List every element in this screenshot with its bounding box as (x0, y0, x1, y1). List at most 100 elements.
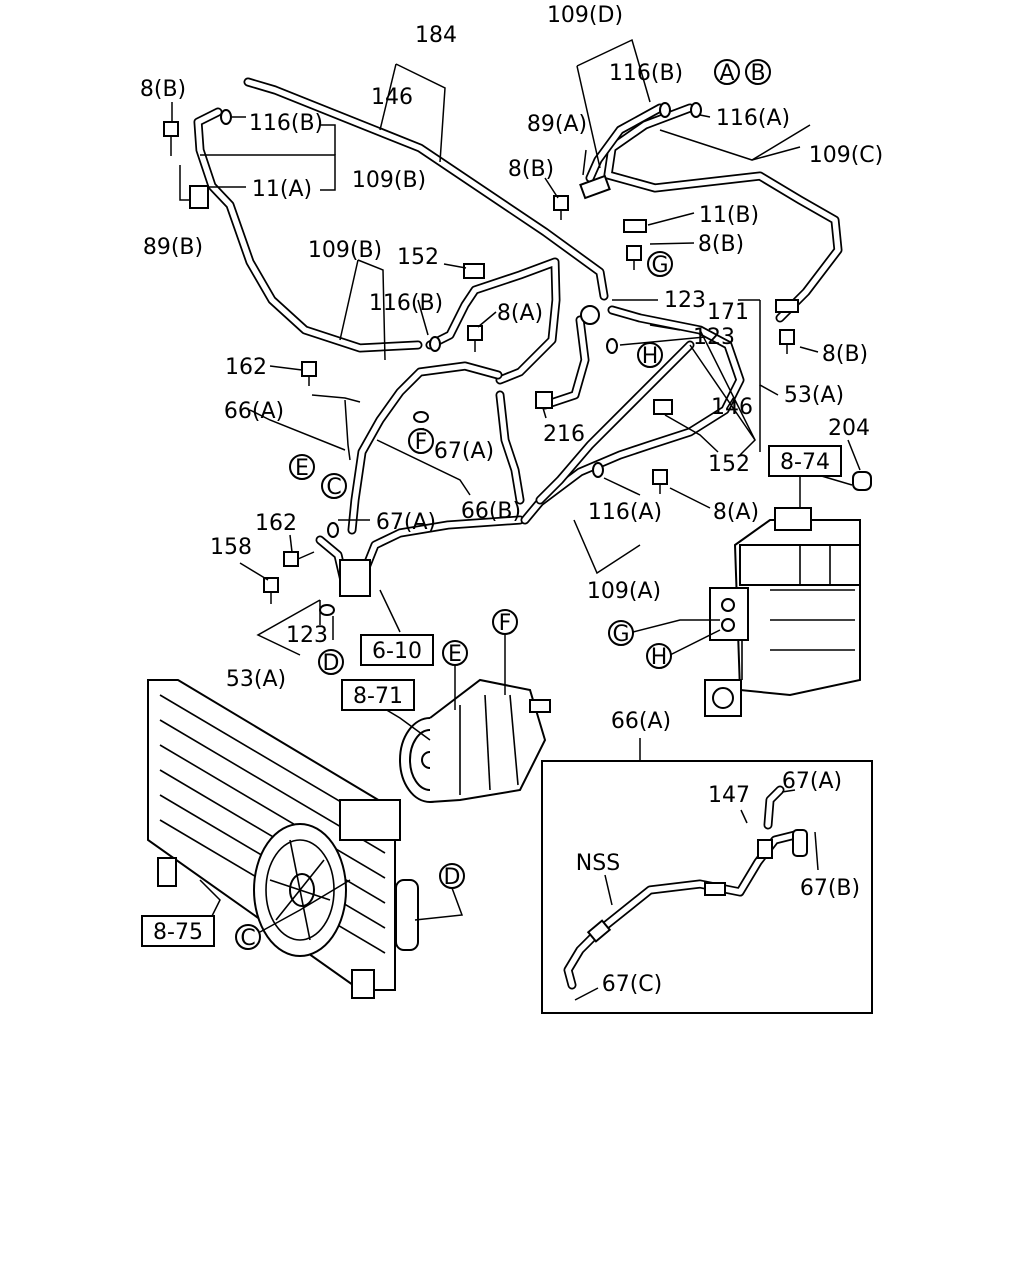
callout-67a-1: 67(A) (434, 439, 494, 464)
pipe-109b-lower (425, 257, 561, 385)
callout-116a-1: 116(A) (716, 106, 790, 131)
callout-53a-2: 53(A) (226, 667, 286, 692)
ref-6-10: 6-10 (372, 639, 422, 664)
callout-67c: 67(C) (602, 972, 663, 997)
circle-letter-F-1: F (415, 430, 428, 455)
circle-E-shape-1 (289, 454, 315, 480)
circle-B-shape (745, 59, 771, 85)
callout-8b-4: 8(B) (822, 342, 868, 367)
circle-D-shape-1 (318, 649, 344, 675)
callout-162-1: 162 (225, 355, 267, 380)
bolts (163, 121, 872, 837)
ref-8-74: 8-74 (780, 450, 830, 475)
boxed-references: 8-74 6-10 8-71 8-75 (141, 445, 842, 947)
callout-109b-2: 109(B) (308, 238, 382, 263)
compressor (399, 678, 551, 803)
pipe-109a (535, 340, 695, 505)
circle-letter-H-2: H (651, 645, 668, 670)
circle-F-shape-2 (492, 609, 518, 635)
pipe-liquid (495, 315, 590, 505)
pipe-184 (243, 77, 609, 301)
callout-123-1: 123 (664, 288, 706, 313)
ref-8-75: 8-75 (153, 920, 203, 945)
callout-116b-2: 116(B) (249, 111, 323, 136)
callout-147: 147 (708, 783, 750, 808)
clip-152-upper (463, 263, 485, 279)
clip-152-lower (653, 399, 673, 415)
callout-89b: 89(B) (143, 235, 203, 260)
pipe-66a-main (347, 361, 503, 535)
callout-53a-1: 53(A) (784, 383, 844, 408)
callout-116b-3: 116(B) (369, 291, 443, 316)
callout-8a-2: 8(A) (713, 500, 759, 525)
ref-box-8-75 (141, 915, 215, 947)
circle-letter-G-1: G (651, 253, 668, 278)
callout-8b-1: 8(B) (140, 77, 186, 102)
ref-box-6-10 (360, 634, 434, 666)
callout-204: 204 (828, 416, 870, 441)
circle-letter-E-2: E (448, 642, 462, 667)
callout-146-2: 146 (711, 395, 753, 420)
callout-162-2: 162 (255, 511, 297, 536)
circle-letter-A: A (719, 61, 734, 86)
circle-G-shape-1 (647, 251, 673, 277)
circle-letter-D-2: D (444, 865, 461, 890)
callout-labels: 184 109(D) 8(B) 146 116(B) 116(B) 89(A) … (140, 3, 883, 997)
callout-158: 158 (210, 535, 252, 560)
bracket-89b (189, 185, 209, 209)
circle-letter-C-1: C (326, 475, 341, 500)
condenser (147, 679, 419, 999)
evaporator-unit (704, 507, 861, 717)
callout-67b: 67(B) (800, 876, 860, 901)
circle-C-shape-2 (235, 924, 261, 950)
callout-109a: 109(A) (587, 579, 661, 604)
circle-H-shape-1 (637, 342, 663, 368)
pipe-66b (360, 515, 525, 575)
leader-lines (171, 38, 861, 1001)
callout-216: 216 (543, 422, 585, 447)
callout-11a: 11(A) (252, 177, 312, 202)
callout-8b-3: 8(B) (698, 232, 744, 257)
circle-F-shape-1 (408, 428, 434, 454)
circle-letter-D-1: D (323, 651, 340, 676)
callout-152-2: 152 (708, 452, 750, 477)
circle-letter-E-1: E (295, 456, 309, 481)
callout-123-2: 123 (693, 325, 735, 350)
callout-8b-2: 8(B) (508, 157, 554, 182)
ref-box-8-74 (768, 445, 842, 477)
callout-184: 184 (415, 23, 457, 48)
fitting-block (580, 305, 600, 325)
callout-123-3: 123 (286, 623, 328, 648)
ref-8-71: 8-71 (353, 684, 403, 709)
circle-G-shape-2 (608, 620, 634, 646)
bracket-53a (775, 299, 799, 313)
callout-152-1: 152 (397, 245, 439, 270)
callout-67a-2: 67(A) (376, 510, 436, 535)
circle-letter-G-2: G (612, 622, 629, 647)
circle-A-shape (714, 59, 740, 85)
circle-letters: A B G H E F C D G H E F D C (235, 59, 771, 951)
callout-8a-1: 8(A) (497, 301, 543, 326)
callout-109c: 109(C) (809, 143, 884, 168)
callout-109d: 109(D) (547, 3, 623, 28)
manifold-block (339, 559, 371, 597)
pipe-109c (603, 103, 843, 323)
callout-116a-2: 116(A) (588, 500, 662, 525)
callout-66b: 66(B) (461, 499, 521, 524)
circle-D-shape-2 (439, 863, 465, 889)
circle-letter-F-2: F (499, 611, 512, 636)
callout-89a: 89(A) (527, 112, 587, 137)
circle-letter-C-2: C (240, 926, 255, 951)
circle-E-shape-2 (442, 640, 468, 666)
inset-hose-66a (563, 785, 808, 990)
callout-66a-2: 66(A) (611, 709, 671, 734)
callout-66a-1: 66(A) (224, 399, 284, 424)
pipe-109d (585, 103, 665, 183)
callout-109b-1: 109(B) (352, 168, 426, 193)
pipe-53a (520, 305, 745, 525)
callout-146-1: 146 (371, 85, 413, 110)
circle-C-shape-1 (321, 473, 347, 499)
callout-116b-1: 116(B) (609, 61, 683, 86)
callout-171: 171 (707, 300, 749, 325)
